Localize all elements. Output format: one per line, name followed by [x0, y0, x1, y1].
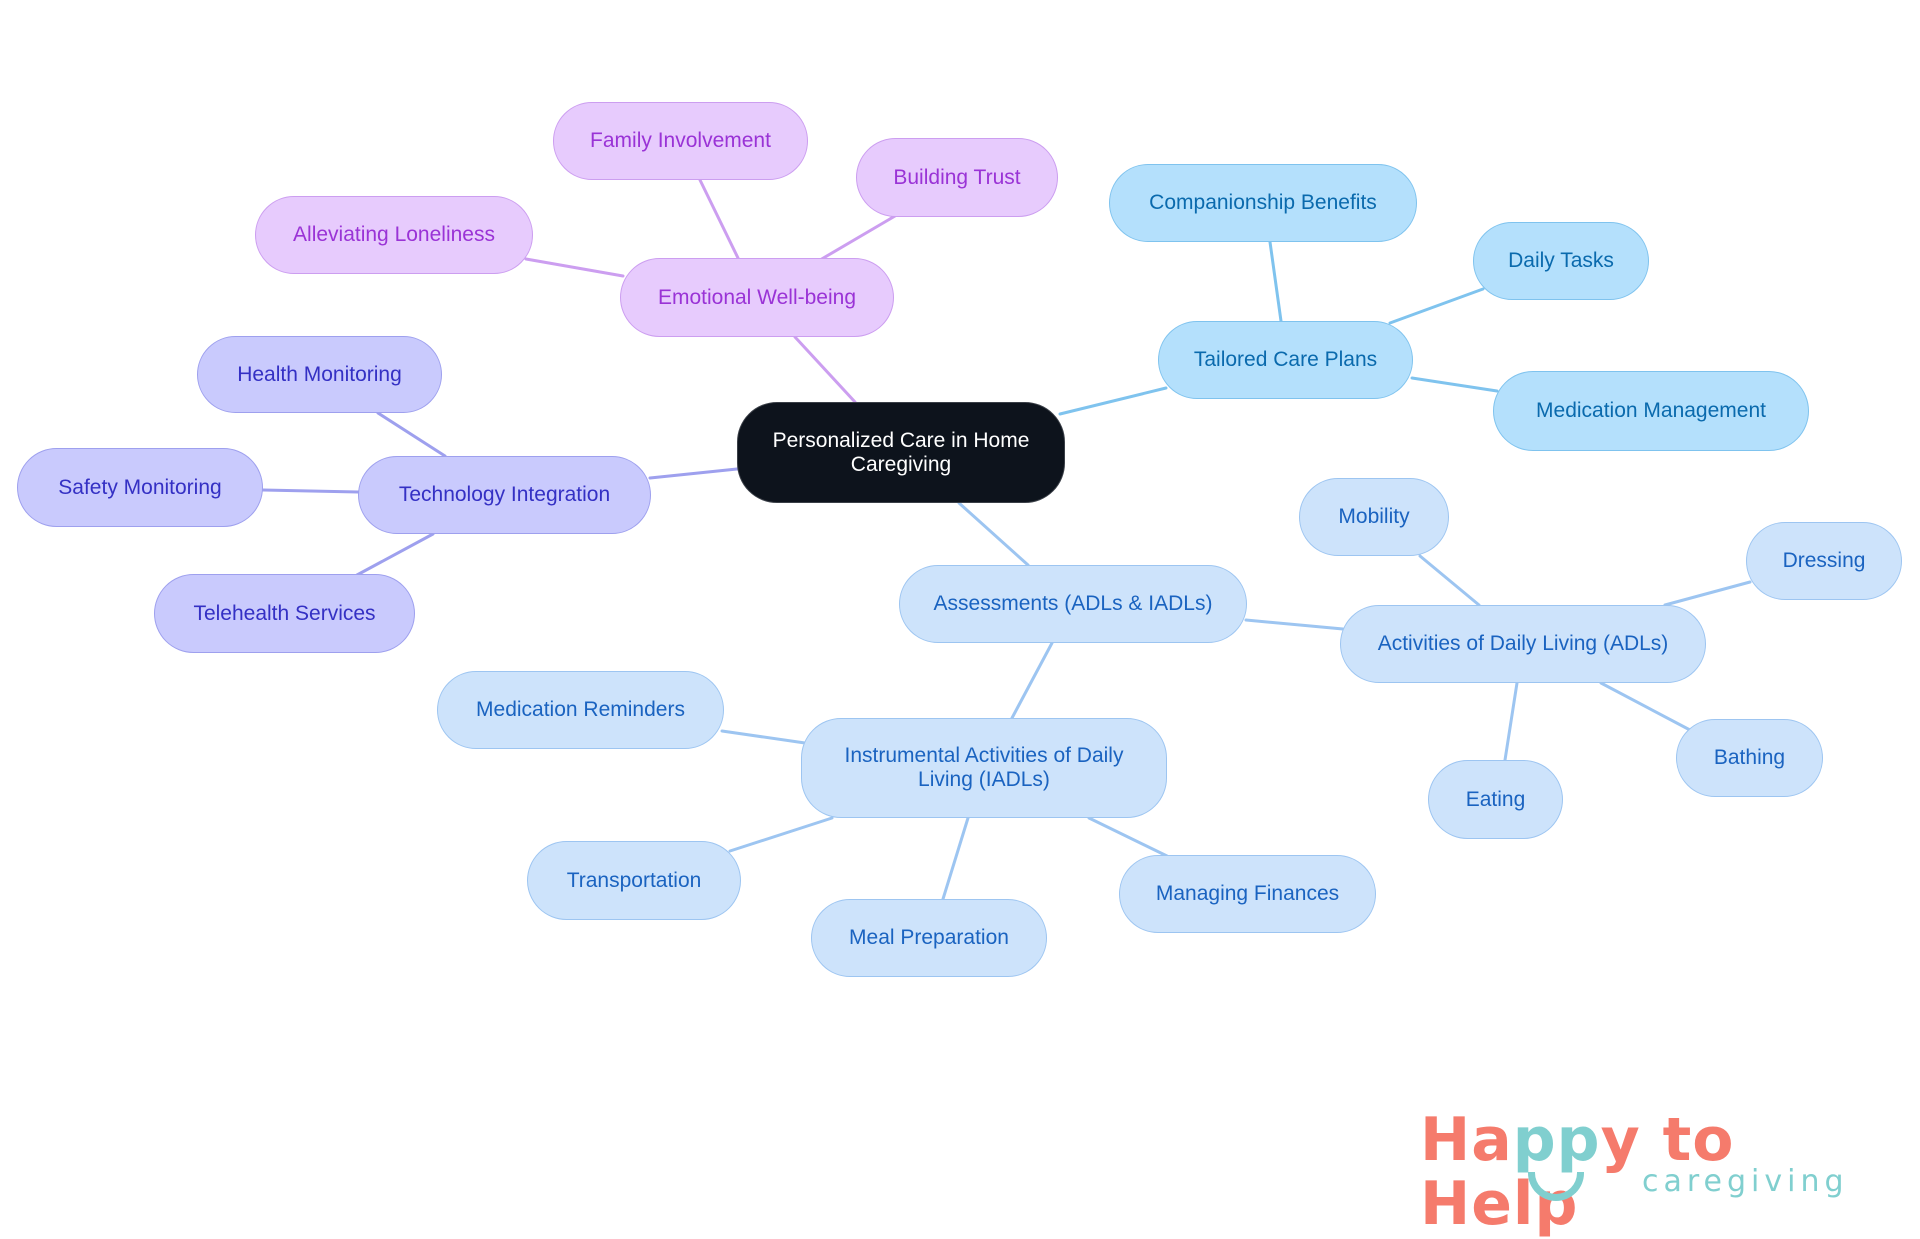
node-alleviating-loneliness[interactable]: Alleviating Loneliness	[255, 196, 533, 274]
node-emotional-well-being[interactable]: Emotional Well-being	[620, 258, 894, 337]
node-health-monitoring[interactable]: Health Monitoring	[197, 336, 442, 413]
edge-emotional-family	[698, 178, 740, 260]
node-dressing[interactable]: Dressing	[1746, 522, 1902, 600]
edge-technology-safety	[261, 488, 360, 494]
node-safety-monitoring[interactable]: Safety Monitoring	[17, 448, 263, 527]
node-iadls[interactable]: Instrumental Activities of Daily Living …	[801, 718, 1167, 818]
edge-root-tailored	[1058, 386, 1168, 416]
edge-root-emotional	[793, 335, 857, 404]
node-building-trust[interactable]: Building Trust	[856, 138, 1058, 217]
node-mobility[interactable]: Mobility	[1299, 478, 1449, 556]
edge-tailored-dailytasks	[1388, 287, 1485, 325]
root-node[interactable]: Personalized Care in Home Caregiving	[737, 402, 1065, 503]
happy-to-help-logo: Happy to Help caregiving	[1420, 1108, 1880, 1236]
edge-assessments-adls	[1244, 618, 1345, 631]
edge-adls-mobility	[1418, 554, 1481, 607]
node-telehealth-services[interactable]: Telehealth Services	[154, 574, 415, 653]
logo-wordmark: Happy to Help	[1420, 1105, 1735, 1239]
edge-technology-health	[376, 411, 447, 458]
node-tailored-care-plans[interactable]: Tailored Care Plans	[1158, 321, 1413, 399]
edge-iadls-transportation	[728, 816, 834, 853]
edge-adls-dressing	[1663, 580, 1752, 607]
smile-icon	[1528, 1172, 1584, 1201]
edge-root-assessments	[957, 501, 1030, 567]
edge-emotional-trust	[818, 214, 897, 262]
node-adls[interactable]: Activities of Daily Living (ADLs)	[1340, 605, 1706, 683]
logo-tagline: caregiving	[1642, 1164, 1849, 1199]
node-medication-reminders[interactable]: Medication Reminders	[437, 671, 724, 749]
edge-iadls-finances	[1087, 816, 1169, 858]
node-assessments[interactable]: Assessments (ADLs & IADLs)	[899, 565, 1247, 643]
node-companionship-benefits[interactable]: Companionship Benefits	[1109, 164, 1417, 242]
edge-adls-bathing	[1599, 681, 1692, 732]
node-eating[interactable]: Eating	[1428, 760, 1563, 839]
edge-root-technology	[648, 467, 739, 480]
edge-assessments-iadls	[1010, 641, 1054, 720]
edge-tailored-companionship	[1268, 240, 1283, 323]
edge-tailored-medmgmt	[1410, 376, 1499, 393]
node-family-involvement[interactable]: Family Involvement	[553, 102, 808, 180]
node-technology-integration[interactable]: Technology Integration	[358, 456, 651, 534]
node-managing-finances[interactable]: Managing Finances	[1119, 855, 1376, 933]
edge-iadls-mealprep	[941, 816, 970, 901]
node-meal-preparation[interactable]: Meal Preparation	[811, 899, 1047, 977]
node-bathing[interactable]: Bathing	[1676, 719, 1823, 797]
edge-adls-eating	[1503, 681, 1519, 762]
edge-iadls-medreminders	[720, 729, 807, 745]
edge-emotional-loneliness	[524, 257, 625, 278]
node-daily-tasks[interactable]: Daily Tasks	[1473, 222, 1649, 300]
edge-technology-telehealth	[355, 532, 435, 577]
node-transportation[interactable]: Transportation	[527, 841, 741, 920]
node-medication-management[interactable]: Medication Management	[1493, 371, 1809, 451]
